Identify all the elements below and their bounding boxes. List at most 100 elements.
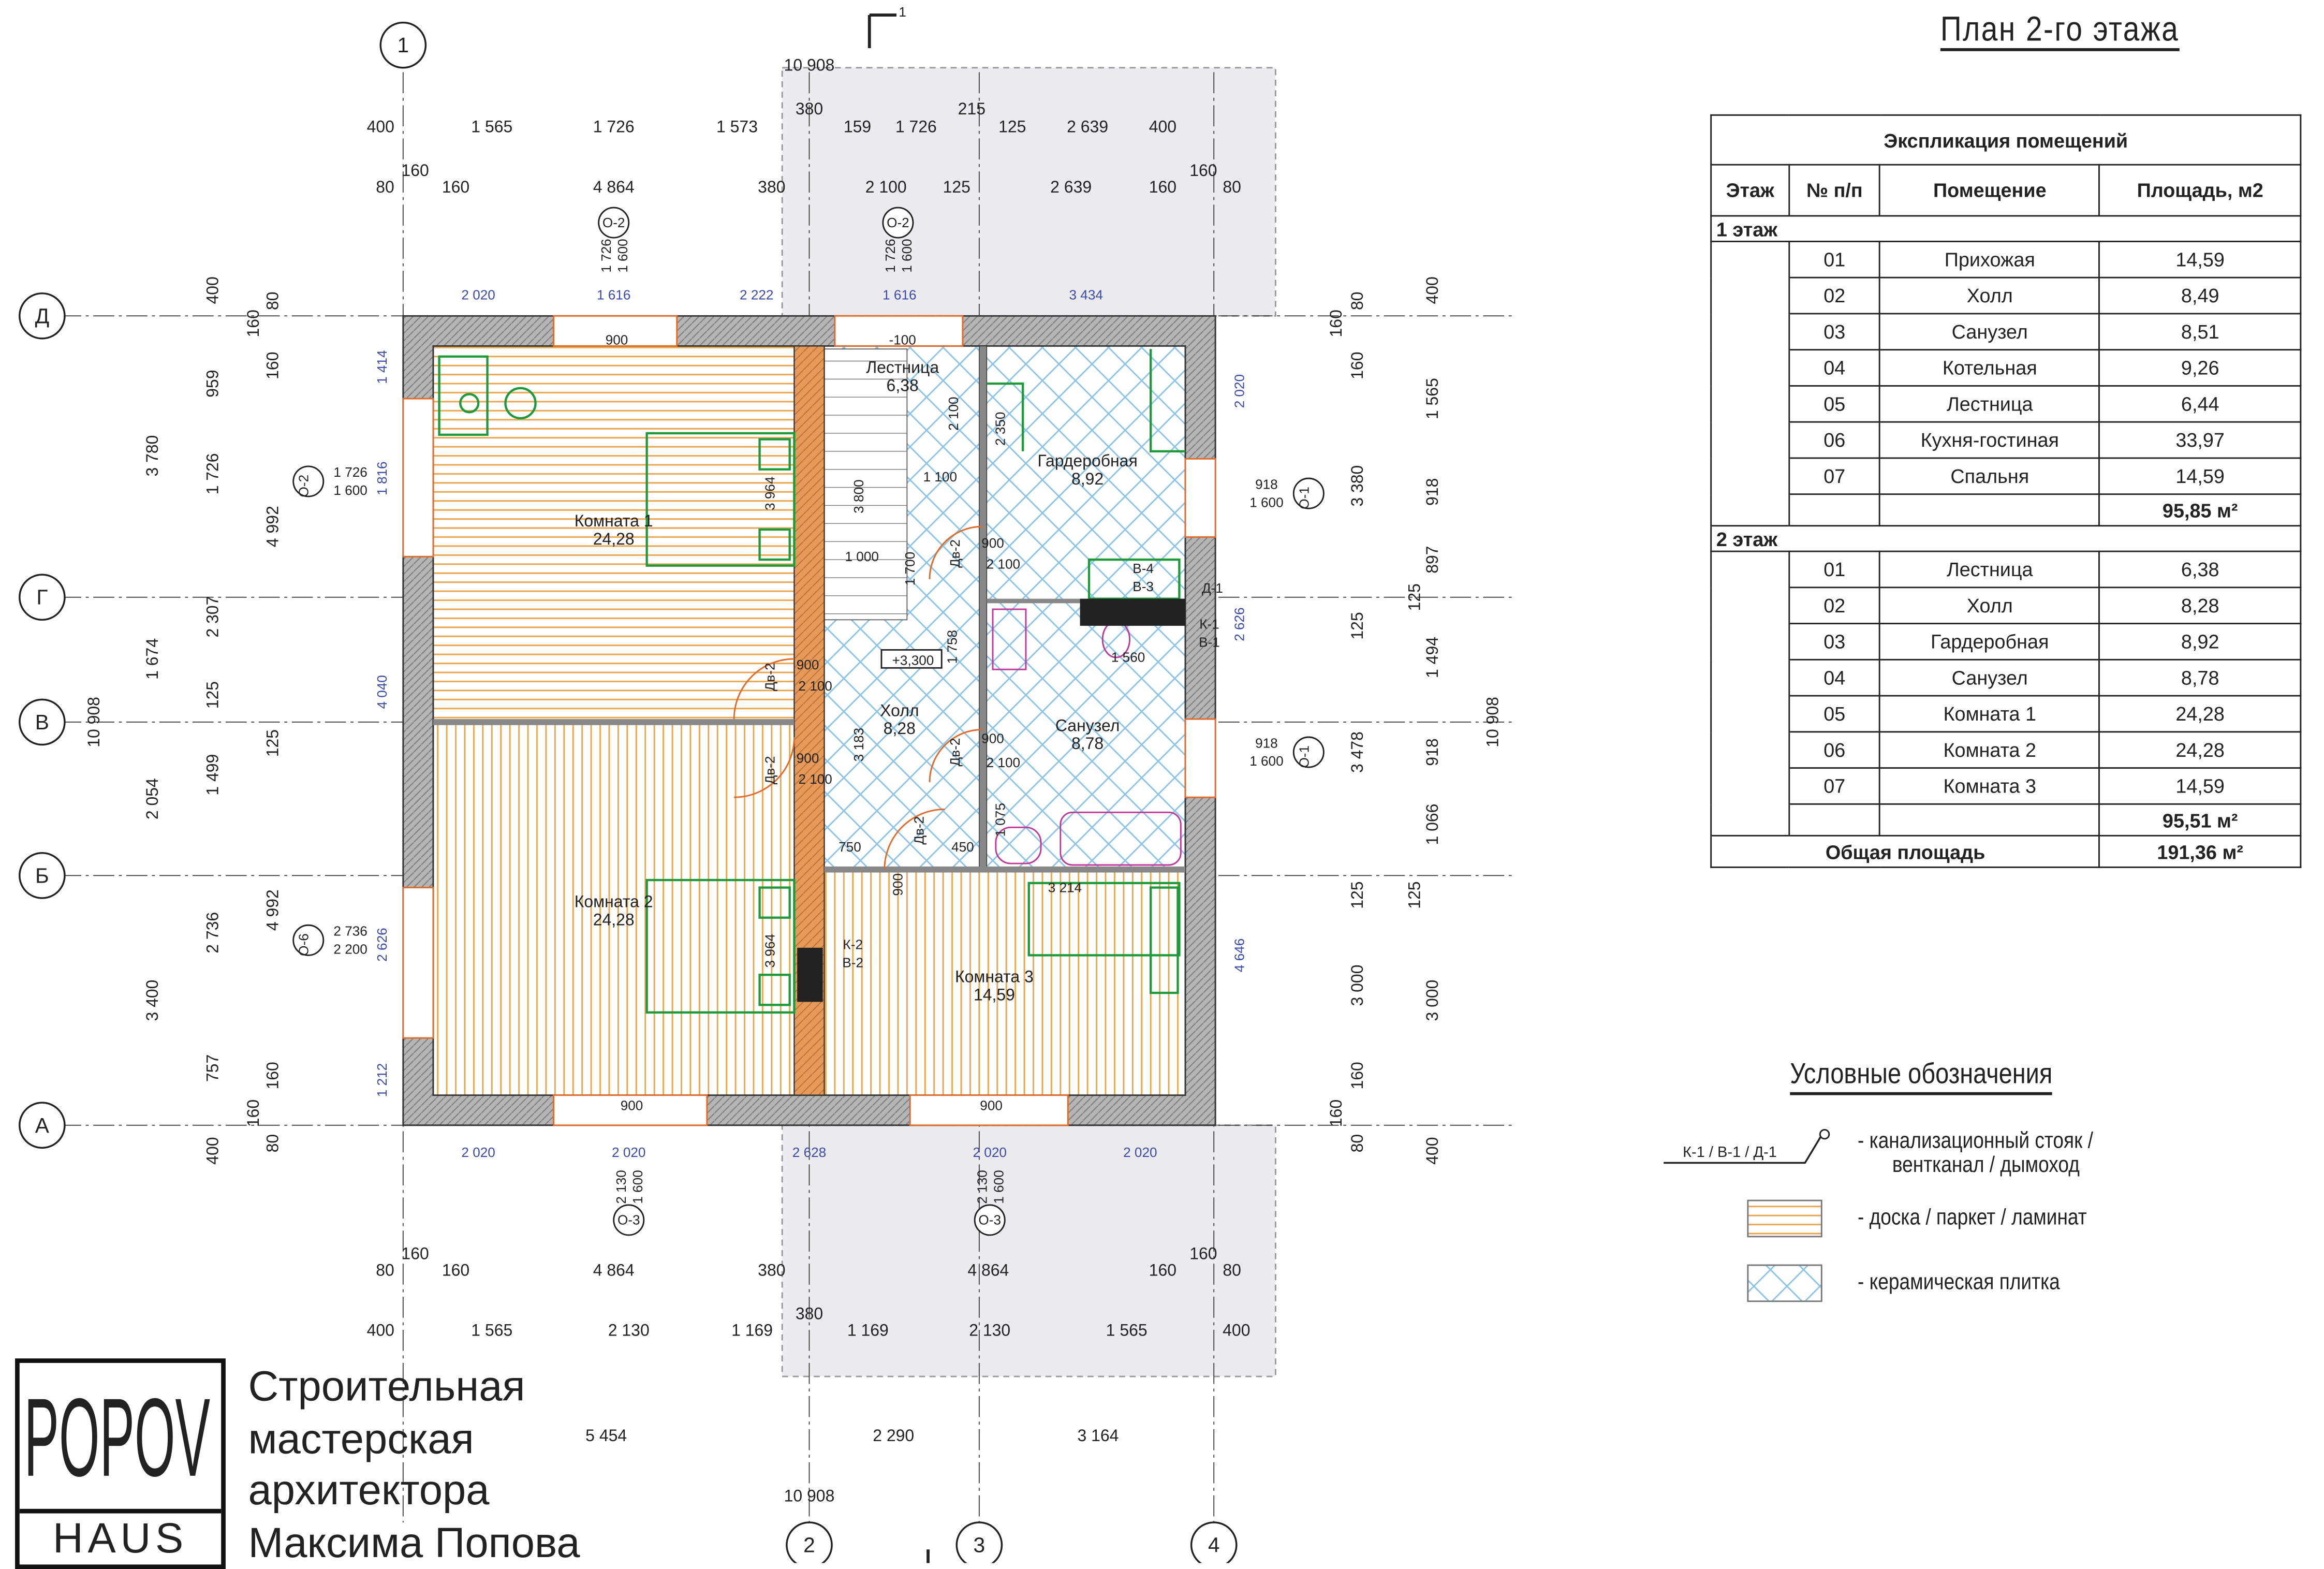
dimension-label: 1 100: [923, 469, 957, 485]
window-dim: 1 726: [333, 464, 367, 480]
empty-cell: [1788, 803, 1881, 837]
dimension-label: 1 565: [1106, 1321, 1148, 1340]
dimension-label: 2 020: [973, 1145, 1007, 1160]
dimension-label: 80: [376, 178, 394, 196]
dimension-label: 80: [263, 1134, 282, 1153]
window-dim: 918: [1255, 476, 1278, 492]
dimension-label: 1 565: [1423, 378, 1442, 419]
logo-top: POPOV: [24, 1375, 210, 1500]
dimension-label: 2 100: [865, 178, 907, 196]
dimension-label: 900: [621, 1098, 643, 1113]
window-dim: 2 130: [974, 1170, 990, 1204]
room-area: 8,78: [2099, 658, 2302, 697]
level-mark-box: [880, 649, 943, 669]
dimension-label: 918: [1423, 738, 1442, 766]
room-name: Комната 3: [1879, 767, 2101, 805]
room-number: 06: [1788, 421, 1881, 459]
dimension-label: 125: [1348, 612, 1366, 639]
empty-cell: [1879, 803, 2101, 837]
room-name: Спальня: [1879, 457, 2101, 495]
dimension-label: 125: [998, 118, 1026, 136]
dimension-label: 3 214: [1048, 879, 1082, 895]
dimension-label: 400: [1149, 118, 1176, 136]
room-area: 9,26: [2099, 349, 2302, 387]
dimension-label: 400: [203, 276, 222, 304]
floor-total: 95,85 м²: [2099, 493, 2302, 527]
dimension-label: 215: [958, 99, 986, 118]
dimension-label: 400: [367, 1321, 394, 1340]
wood-swatch-icon: [1747, 1199, 1822, 1238]
door-tag: Дв-2: [947, 738, 963, 767]
riser-tag: В-1: [1199, 635, 1220, 650]
dimension-label: 2 054: [143, 778, 161, 819]
roof-overhang: [781, 67, 1276, 1377]
dimension-label: 1 726: [593, 118, 635, 136]
window-dim: 1 726: [598, 239, 614, 272]
dimension-label: 160: [1149, 178, 1176, 196]
room-area: 14,59: [2099, 240, 2302, 278]
room-number: 03: [1788, 313, 1881, 351]
dimension-label: 3 434: [1069, 287, 1102, 302]
dimension-label: 5 454: [585, 1426, 627, 1445]
dimension-label: 1 212: [374, 1063, 390, 1097]
dimension-label: 2 307: [203, 596, 222, 638]
section-mark-top: 1: [899, 4, 906, 20]
furniture: [438, 349, 1186, 1014]
floor-cell: [1710, 804, 1790, 836]
axis-label: Д: [35, 304, 50, 328]
dimension-label: 160: [442, 178, 469, 196]
dimension-label: 1 565: [471, 118, 512, 136]
dimension-label: 1 616: [597, 287, 630, 302]
axis-marker-col-0: 1: [379, 21, 427, 69]
floor-label: 1 этаж: [1710, 215, 2302, 242]
dimension-label: 900: [797, 657, 819, 672]
room-number: 07: [1788, 457, 1881, 495]
room-number: 05: [1788, 385, 1881, 423]
dimension-label: 2 100: [946, 397, 961, 430]
grand-total-label: Общая площадь: [1710, 834, 2101, 868]
dimension-label: 160: [1189, 1244, 1217, 1263]
dimension-label: 3 800: [851, 479, 866, 513]
dimension-label: 1 499: [203, 754, 222, 796]
window-tag: О-2: [602, 215, 625, 230]
room-name: Комната 3: [955, 967, 1034, 986]
floor-cell: [1710, 458, 1790, 494]
window-dim: 1 600: [333, 482, 367, 498]
dimension-label: 3 000: [1423, 980, 1442, 1021]
dimension-label: 2 100: [987, 755, 1020, 770]
floor-cell: [1710, 494, 1790, 526]
window-tag: О-6: [296, 933, 312, 956]
dimension-label: 400: [1423, 276, 1442, 304]
dimension-label: 3 000: [1348, 965, 1366, 1006]
axis-marker-col-1: 2: [786, 1521, 833, 1563]
room-2-floor: [433, 722, 795, 1095]
dimension-label: 125: [1405, 583, 1423, 611]
dimension-label: 10 908: [784, 1486, 835, 1505]
dimension-label: 80: [1348, 1134, 1366, 1153]
axis-gridlines: [60, 72, 1512, 1522]
dimension-label: 1 726: [895, 118, 937, 136]
dimension-label: 3 964: [762, 934, 778, 967]
dimension-label: 2 222: [740, 287, 773, 302]
dimension-label: 2 100: [987, 556, 1020, 572]
dimension-label: 4 864: [593, 1260, 635, 1279]
dimension-label: 160: [1327, 1099, 1345, 1127]
dimension-label: 1 560: [1111, 650, 1145, 665]
window-dim: 1 600: [991, 1170, 1006, 1204]
window-dim: 1 600: [615, 239, 630, 272]
riser-tag: К-1: [1199, 617, 1219, 632]
legend-symbols: К-1 / В-1 / Д-1: [1664, 1129, 1830, 1302]
dimension-label: 125: [1348, 881, 1366, 908]
dimension-label: 3 164: [1077, 1426, 1119, 1445]
